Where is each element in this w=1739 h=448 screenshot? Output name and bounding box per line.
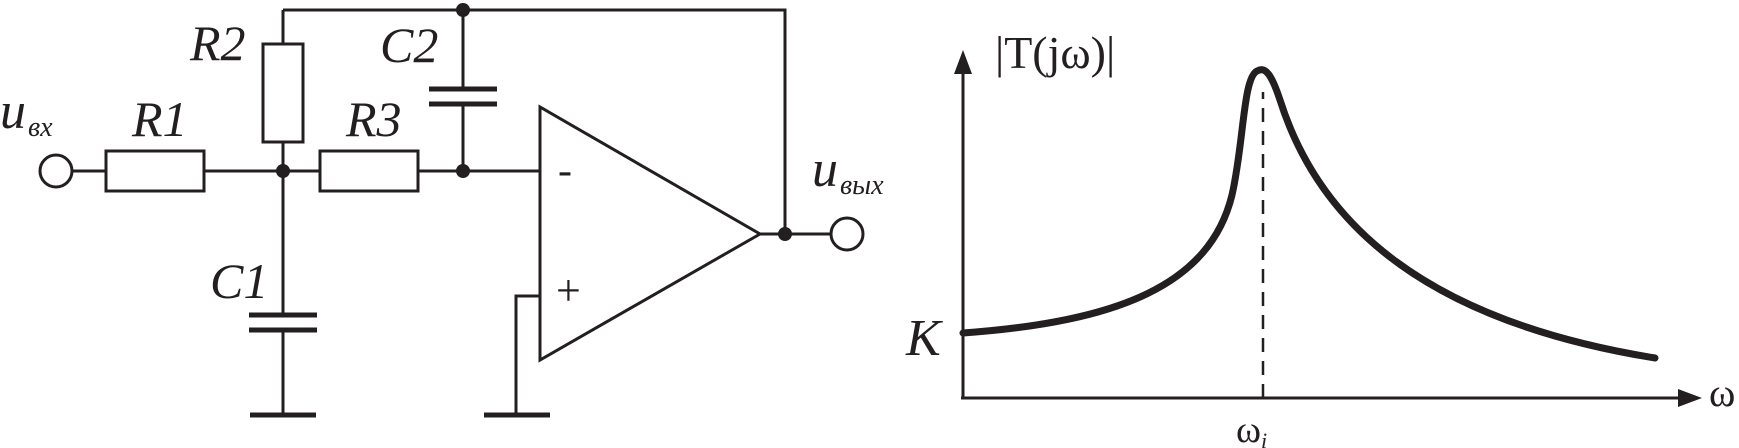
peak-frequency-label: ωi <box>1236 409 1267 448</box>
opamp-plus-label: + <box>556 266 581 315</box>
resistor-r2 <box>261 42 305 144</box>
y-axis-label: |T(jω)| <box>995 27 1115 78</box>
wire-plus-ground <box>514 294 540 414</box>
r1-label: R1 <box>131 91 188 147</box>
resistor-r1 <box>104 149 206 193</box>
x-axis-arrow <box>1678 389 1702 407</box>
resistor-r3 <box>318 149 420 193</box>
r2-label: R2 <box>189 15 246 71</box>
y-start-label: K <box>905 310 943 367</box>
y-axis-arrow <box>954 50 972 74</box>
c2-label: C2 <box>380 17 438 73</box>
junction-node-2 <box>456 164 470 178</box>
output-label: uвых <box>812 141 884 201</box>
circuit-schematic: uвх R1 R2 C2 R3 C1 <box>0 3 884 418</box>
junction-output <box>778 227 792 241</box>
r3-label: R3 <box>345 91 402 147</box>
opamp-minus-label: - <box>558 148 572 194</box>
opamp-triangle <box>538 104 764 363</box>
frequency-response-plot: |T(jω)| ω K ωi <box>905 27 1735 448</box>
input-terminal <box>38 153 74 189</box>
output-terminal <box>829 216 865 252</box>
feedback-wire <box>283 8 787 234</box>
input-label: uвх <box>0 83 53 143</box>
c1-label: C1 <box>210 253 268 309</box>
response-curve <box>959 66 1659 362</box>
x-axis-label: ω <box>1709 370 1735 415</box>
